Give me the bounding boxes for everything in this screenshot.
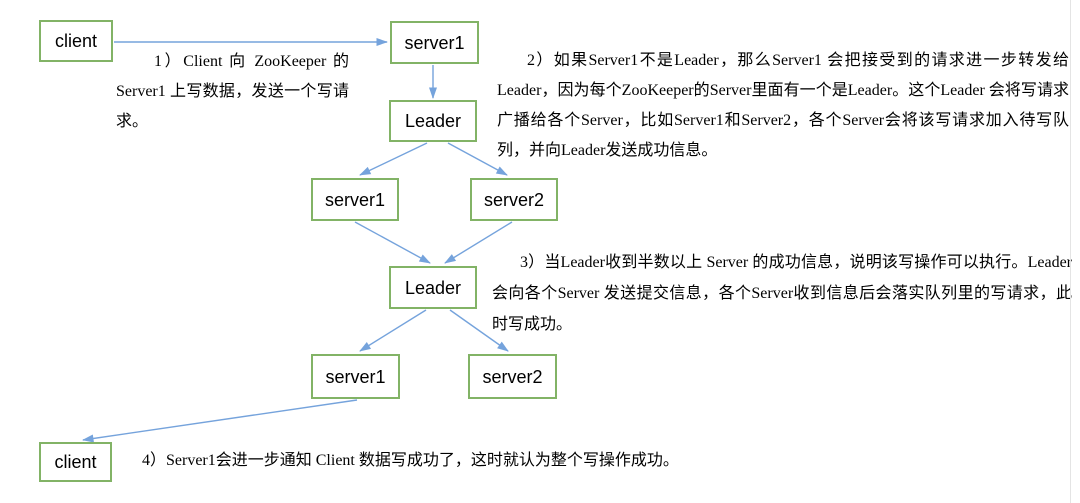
node-client-top: client [39, 20, 113, 62]
node-leader-1: Leader [389, 100, 477, 142]
arrow-leader-1-to-server1-mid [359, 142, 428, 176]
node-server1-top: server1 [390, 21, 479, 64]
node-server2-bottom: server2 [468, 354, 557, 399]
annotation-step-4: 4）Server1会进一步通知 Client 数据写成功了，这时就认为整个写操作… [142, 452, 679, 469]
arrow-leader-2-to-server1-bottom [359, 309, 427, 352]
annotation-step-2: 2）如果Server1不是Leader，那么Server1 会把接受到的请求进一… [497, 52, 1069, 159]
node-server1-bottom: server1 [311, 354, 400, 399]
node-server2-mid: server2 [470, 178, 558, 221]
page-right-divider [1070, 0, 1071, 503]
arrow-server1-mid-to-leader-2 [354, 221, 431, 264]
node-client-bottom: client [39, 442, 112, 482]
annotation-step-3: 3）当Leader收到半数以上 Server 的成功信息，说明该写操作可以执行。… [492, 254, 1072, 333]
node-leader-2: Leader [389, 266, 477, 309]
arrow-server1-bottom-to-client-bottom [82, 399, 358, 443]
annotation-step-1: 1）Client 向 ZooKeeper 的 Server1 上写数据，发送一个… [116, 53, 349, 130]
node-server1-mid: server1 [311, 178, 399, 221]
